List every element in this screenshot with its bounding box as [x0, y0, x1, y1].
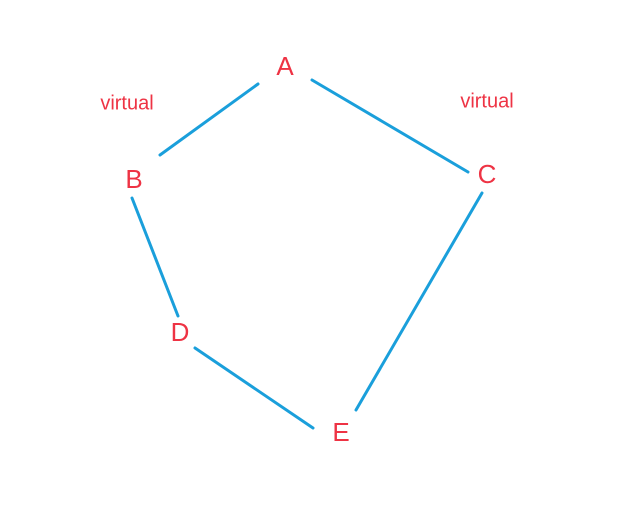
node-a-label: A [276, 51, 294, 81]
edge-d-e [193, 346, 315, 430]
annotation-right-virtual: virtual [460, 90, 513, 112]
node-e-label: E [332, 417, 349, 447]
annotations: virtual virtual [100, 90, 513, 114]
edge-b-d [130, 196, 180, 318]
node-c-label: C [478, 159, 497, 189]
annotation-left-virtual: virtual [100, 92, 153, 114]
edge-a-c [310, 78, 470, 174]
node-labels: A B C D E [125, 51, 496, 447]
edges [130, 78, 484, 430]
node-b-label: B [125, 164, 142, 194]
edge-c-e [354, 191, 484, 412]
edge-a-b [158, 82, 260, 157]
node-d-label: D [171, 317, 190, 347]
